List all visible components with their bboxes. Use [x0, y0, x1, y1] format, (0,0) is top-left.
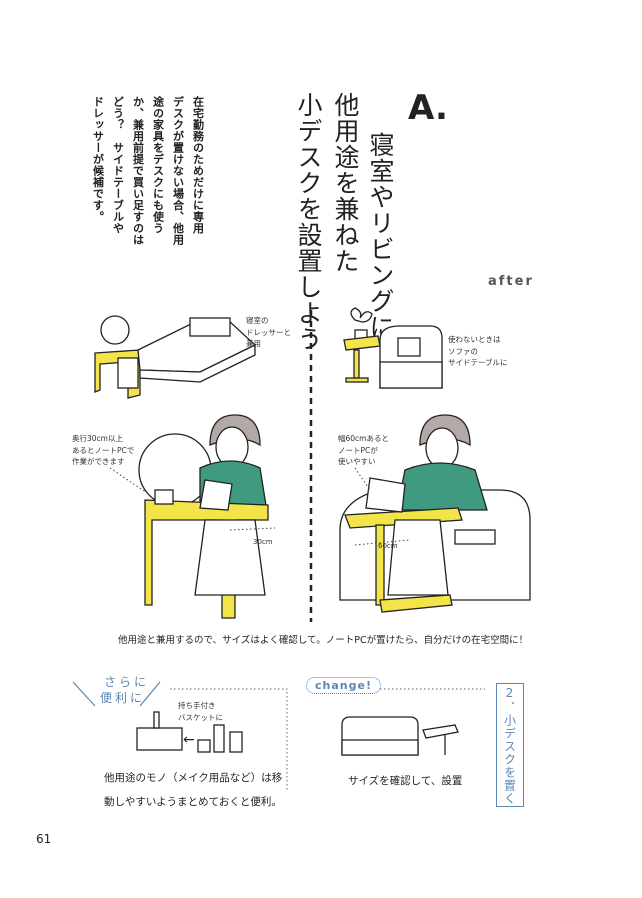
- page-number: 61: [36, 832, 52, 846]
- label-line: ドレッサーと: [246, 327, 291, 337]
- badge-slashes: [72, 681, 161, 707]
- body-line-4: か、兼用前提で買い足すのは: [131, 96, 145, 246]
- leader-lines: [109, 467, 411, 546]
- label-line: ソファの: [448, 346, 478, 356]
- label-line: 作業ができます: [72, 457, 125, 467]
- label-line: バスケットに: [178, 712, 223, 722]
- label-line: ノートPCが: [338, 445, 378, 455]
- label-line: 奥行30cm以上: [72, 434, 123, 443]
- side-tab: 2．小デスクを置く: [496, 683, 524, 807]
- label-line: 寝室の: [246, 316, 269, 325]
- label-line: 兼用: [246, 339, 261, 349]
- label-line: 持ち手付き: [178, 701, 216, 710]
- body-line-6: ドレッサーが候補です。: [91, 96, 105, 223]
- person-at-dresser-illustration: [138, 414, 269, 619]
- heading-letter: A.: [408, 88, 448, 128]
- heading-line-1: 寝室やリビングに: [366, 132, 395, 340]
- label-width-60cm: 幅60cmあると ノートPCが 使いやすい: [338, 433, 389, 468]
- person-at-sofa-table-illustration: [339, 414, 531, 613]
- change-text: サイズを確認して、設置: [348, 775, 463, 787]
- label-line: サイドテーブルに: [448, 358, 508, 368]
- dimension-60cm: 60cm: [378, 542, 398, 550]
- label-bedroom-dresser: 寝室の ドレッサーと 兼用: [246, 315, 291, 350]
- label-depth-30cm: 奥行30cm以上 あるとノートPCで 作業ができます: [72, 433, 134, 468]
- dresser-bed-illustration: [94, 315, 257, 399]
- body-line-1: 在宅勤務のためだけに専用: [191, 96, 205, 234]
- label-line: 使いやすい: [338, 457, 376, 467]
- change-badge: change!: [306, 677, 381, 694]
- tip-badge-line: 便利に: [100, 691, 146, 706]
- tip-box-dotted-border: [170, 688, 485, 790]
- sofa-side-table-illustration: [343, 307, 443, 389]
- basket-illustration: [136, 711, 243, 753]
- tip-text-line: 動しやすいようまとめておくと便利。: [104, 796, 282, 809]
- label-line: 使わないときは: [448, 335, 501, 344]
- basket-label: 持ち手付き バスケットに: [178, 700, 223, 723]
- body-line-2: デスクが置けない場合、他用: [171, 96, 185, 246]
- sofa-small-illustration: [341, 716, 459, 756]
- body-line-3: 途の家具をデスクにも使う: [151, 96, 165, 234]
- tip-badge-line: さらに: [104, 675, 150, 689]
- caption: 他用途と兼用するので、サイズはよく確認して。ノートPCが置けたら、自分だけの在宅…: [118, 635, 529, 646]
- label-line: 幅60cmあると: [338, 434, 389, 443]
- tip-text: 他用途のモノ（メイク用品など）は移 動しやすいようまとめておくと便利。: [104, 766, 282, 814]
- label-sofa-side-table: 使わないときは ソファの サイドテーブルに: [448, 334, 508, 369]
- tip-text-line: 他用途のモノ（メイク用品など）は移: [104, 772, 283, 784]
- dimension-30cm: 30cm: [253, 538, 273, 546]
- arrow-left-icon: ←: [183, 732, 195, 748]
- after-label: after: [488, 274, 534, 289]
- heading-line-3: 小デスクを設置しよう: [294, 92, 323, 352]
- tip-badge: さらに 便利に: [100, 674, 149, 706]
- body-line-5: どう？ サイドテーブルや: [111, 96, 125, 234]
- heading-line-2: 他用途を兼ねた: [331, 92, 360, 274]
- label-line: あるとノートPCで: [72, 445, 135, 455]
